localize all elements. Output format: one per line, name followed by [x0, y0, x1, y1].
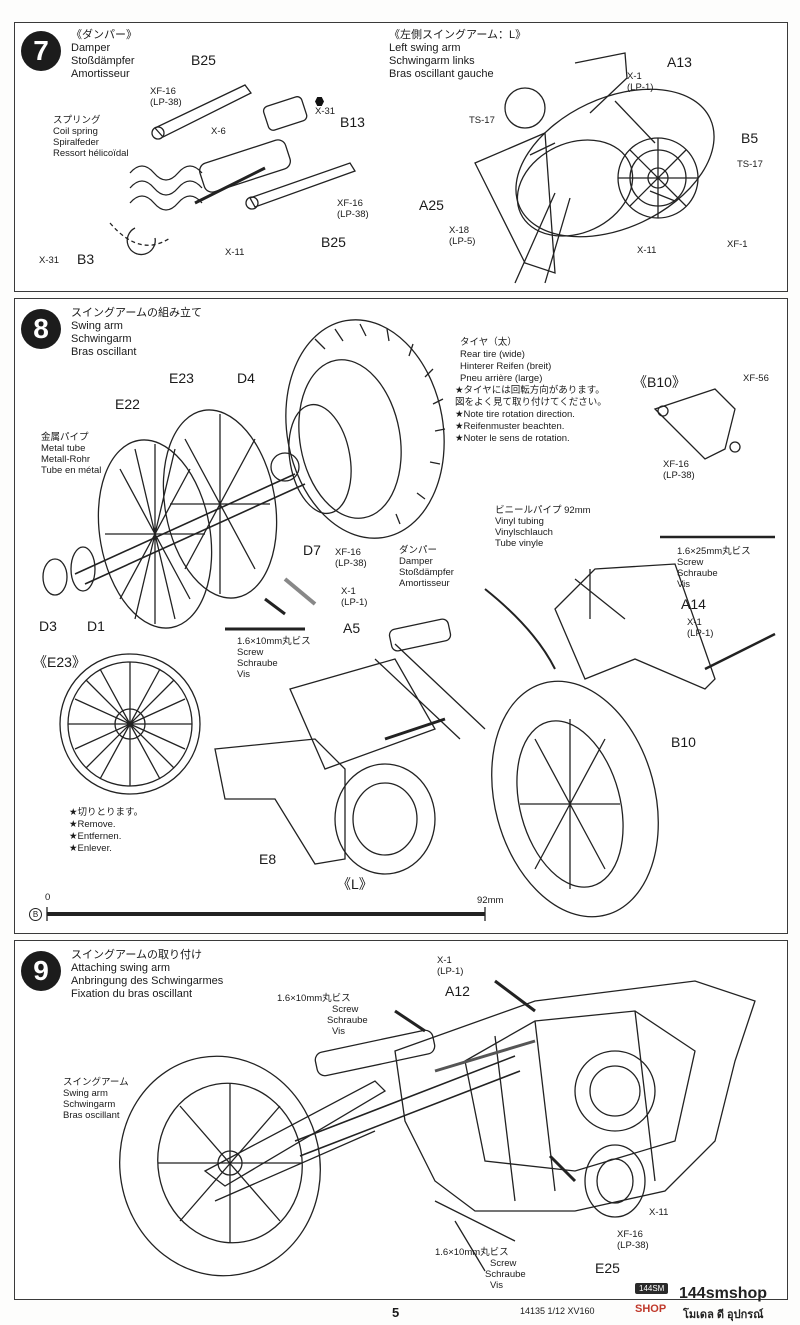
left-swingarm-title: 《左側スイングアーム：L》 Left swing arm Schwingarm … [389, 29, 527, 80]
paint-xf16-a: XF-16(LP-38) [150, 86, 182, 108]
part-e25: E25 [595, 1260, 620, 1276]
shop-watermark: 144SM 144smshop SHOP โมเดล ดี อุปกรณ์ [635, 1283, 795, 1321]
paint-xf16-d: XF-16(LP-38) [335, 547, 367, 569]
shop-badge: 144SM [635, 1283, 669, 1294]
paint-xf16-c: XF-16(LP-38) [663, 459, 695, 481]
step-7-illustration [109, 52, 715, 284]
l-sub-title: 《L》 [337, 876, 373, 892]
part-e22: E22 [115, 396, 140, 412]
step-8-illustration [42, 319, 776, 921]
part-b25-top: B25 [191, 52, 216, 68]
paint-ts17-b: TS-17 [737, 159, 763, 170]
shop-thai-text: โมเดล ดี อุปกรณ์ [683, 1309, 764, 1321]
rear-tire-label: タイヤ（太）Rear tire (wide)Hinterer Reifen (b… [460, 337, 552, 384]
part-b5: B5 [741, 130, 759, 146]
page-number: 5 [392, 1305, 400, 1320]
paint-x11-c: X-11 [649, 1207, 669, 1218]
tire-rotation-note: ★タイヤには回転方向があります。図をよく見て取り付けてください。★Note ti… [455, 385, 607, 444]
paint-x11-a: X-11 [225, 247, 245, 258]
paint-xf1: XF-1 [727, 239, 748, 250]
paint-x6: X-6 [211, 126, 226, 137]
paint-xf56: XF-56 [743, 373, 769, 384]
paint-ts17-a: TS-17 [469, 115, 495, 126]
step-9-badge: 9 [21, 951, 61, 991]
paint-x1-d: X-1(LP-1) [437, 955, 464, 977]
part-d1: D1 [87, 618, 105, 634]
part-d4: D4 [237, 370, 255, 386]
paint-x1-a: X-1(LP-1) [627, 71, 654, 93]
part-a5: A5 [343, 620, 361, 636]
paint-xf16-e: XF-16(LP-38) [617, 1229, 649, 1251]
part-a13: A13 [667, 54, 692, 70]
paint-x1-b: X-1(LP-1) [341, 586, 368, 608]
part-d3: D3 [39, 618, 57, 634]
part-b13: B13 [340, 114, 365, 130]
paint-x31-a: X-31 [315, 97, 335, 117]
remove-note: ★切りとります。★Remove.★Entfernen.★Enlever. [69, 807, 144, 854]
part-e8: E8 [259, 851, 277, 867]
shop-sub: SHOP [635, 1303, 667, 1315]
part-a12: A12 [445, 983, 470, 999]
ruler-marker: B [29, 908, 42, 921]
shop-name: 144smshop [679, 1285, 768, 1302]
part-a14: A14 [681, 596, 706, 612]
part-a25: A25 [419, 197, 444, 213]
b10-sub-title: 《B10》 [633, 374, 686, 390]
part-b25-bottom: B25 [321, 234, 346, 250]
kit-code: 14135 1/12 XV160 [520, 1306, 595, 1316]
part-b10: B10 [671, 734, 696, 750]
paint-hex-icon [315, 97, 324, 106]
damper-title: 《ダンパー》 Damper Stoßdämpfer Amortisseur [71, 29, 137, 80]
ruler-end: 92mm [477, 895, 504, 906]
paint-x11-b: X-11 [637, 245, 657, 256]
part-b3: B3 [77, 251, 95, 267]
paint-xf16-b: XF-16(LP-38) [337, 198, 369, 220]
part-e23: E23 [169, 370, 194, 386]
paint-x1-c: X-1(LP-1) [687, 617, 714, 639]
paint-x31-b: X-31 [39, 255, 60, 266]
part-d7: D7 [303, 542, 321, 558]
e23-sub-title: 《E23》 [33, 654, 86, 670]
paint-x18: X-18(LP-5) [449, 225, 476, 247]
step-7-badge: 7 [21, 31, 61, 71]
step-9-illustration [119, 979, 756, 1277]
step-7-panel: 7 《ダンパー》 Damper Stoßdämpfer Amortisseur … [14, 22, 788, 292]
step-8-badge: 8 [21, 309, 61, 349]
ruler-start: 0 [45, 892, 51, 903]
